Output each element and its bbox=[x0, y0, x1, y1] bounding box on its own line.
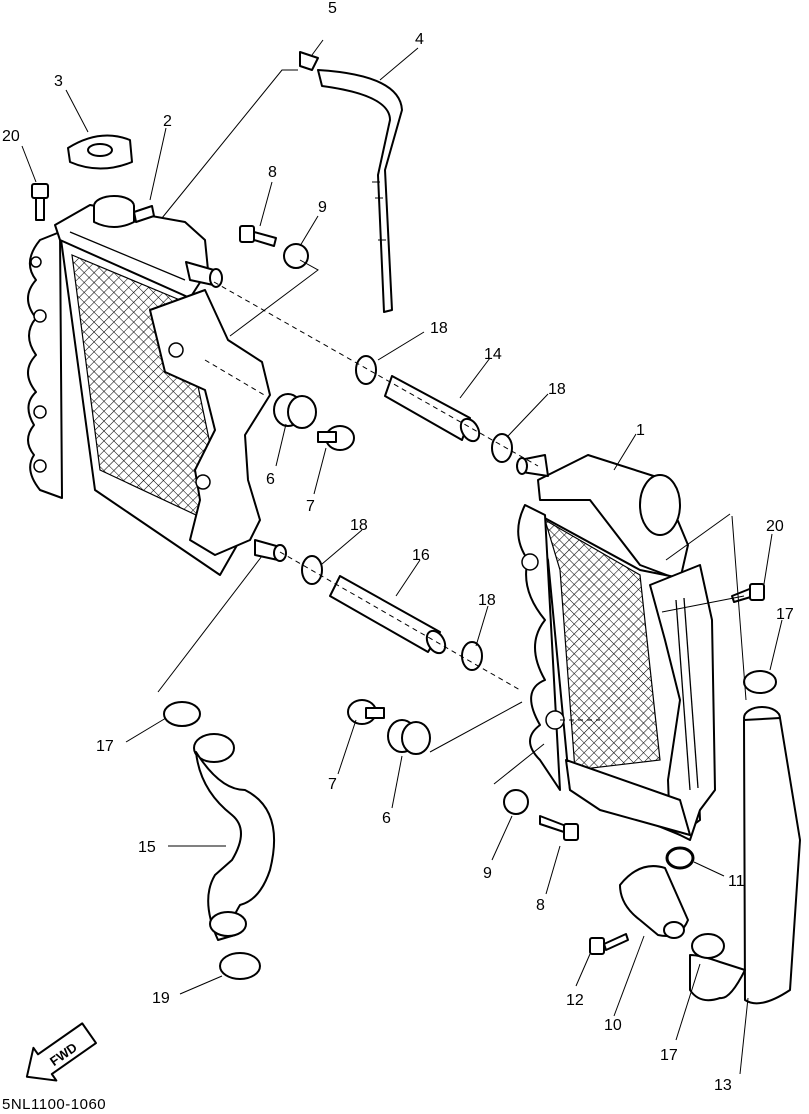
hose-clamp-19 bbox=[219, 952, 261, 980]
callout-18-c: 18 bbox=[350, 517, 368, 534]
hose-clamp-17 bbox=[163, 670, 777, 959]
collar-7-upper bbox=[317, 425, 355, 451]
right-radiator bbox=[516, 454, 716, 841]
callout-6-upper: 6 bbox=[266, 471, 275, 488]
bolt-12 bbox=[589, 933, 629, 955]
upper-hose bbox=[384, 375, 481, 443]
callout-8-upper: 8 bbox=[268, 164, 277, 181]
callout-2: 2 bbox=[163, 113, 172, 130]
callout-20-right: 20 bbox=[766, 518, 784, 535]
leader-lines bbox=[21, 39, 783, 1075]
callout-17-right: 17 bbox=[776, 606, 794, 623]
o-ring bbox=[665, 846, 695, 870]
callout-14: 14 bbox=[484, 346, 502, 363]
bolt-8-lower bbox=[539, 815, 579, 841]
callout-9-lower: 9 bbox=[483, 865, 492, 882]
callout-6-lower: 6 bbox=[382, 810, 391, 827]
collar-7-lower bbox=[347, 699, 385, 725]
callout-19: 19 bbox=[152, 990, 170, 1007]
callout-labels: 5 4 3 2 20 8 9 18 14 18 1 6 7 18 16 20 1… bbox=[2, 0, 794, 1094]
left-radiator bbox=[27, 195, 287, 576]
lower-hose bbox=[329, 575, 447, 655]
diagram-reference-code: 5NL1100-1060 bbox=[2, 1096, 107, 1113]
callout-18-b: 18 bbox=[548, 381, 566, 398]
callout-11: 11 bbox=[728, 873, 745, 890]
callout-8-lower: 8 bbox=[536, 897, 545, 914]
callout-5: 5 bbox=[328, 0, 337, 17]
washer-9-upper bbox=[283, 243, 309, 269]
bolt-8-upper bbox=[239, 225, 277, 247]
callout-3: 3 bbox=[54, 73, 63, 90]
damper-6-lower bbox=[387, 719, 431, 755]
callout-16: 16 bbox=[412, 547, 430, 564]
radiator-hose-13 bbox=[689, 706, 801, 1005]
callout-10: 10 bbox=[604, 1017, 622, 1034]
radiator-cap bbox=[67, 134, 133, 170]
callout-12: 12 bbox=[566, 992, 584, 1009]
hose-clip-5 bbox=[299, 51, 319, 71]
callout-7-lower: 7 bbox=[328, 776, 337, 793]
washer-9-lower bbox=[503, 789, 529, 815]
callout-13: 13 bbox=[714, 1077, 732, 1094]
damper-6-upper bbox=[273, 393, 317, 429]
forward-direction-arrow: FWD bbox=[25, 1022, 98, 1082]
callout-1: 1 bbox=[636, 422, 645, 439]
callout-7-upper: 7 bbox=[306, 498, 315, 515]
breather-hose bbox=[317, 69, 403, 313]
callout-15: 15 bbox=[138, 839, 156, 856]
bolt-20-left bbox=[31, 183, 49, 221]
callout-9-upper: 9 bbox=[318, 199, 327, 216]
callout-17-left: 17 bbox=[96, 738, 114, 755]
hose-joint bbox=[619, 865, 689, 939]
callout-20-left: 20 bbox=[2, 128, 20, 145]
bolt-20-right bbox=[731, 583, 765, 603]
callout-18-a: 18 bbox=[430, 320, 448, 337]
callout-18-d: 18 bbox=[478, 592, 496, 609]
radiator-hose-15 bbox=[193, 733, 276, 941]
callout-17-bottom: 17 bbox=[660, 1047, 678, 1064]
callout-4: 4 bbox=[415, 31, 424, 48]
